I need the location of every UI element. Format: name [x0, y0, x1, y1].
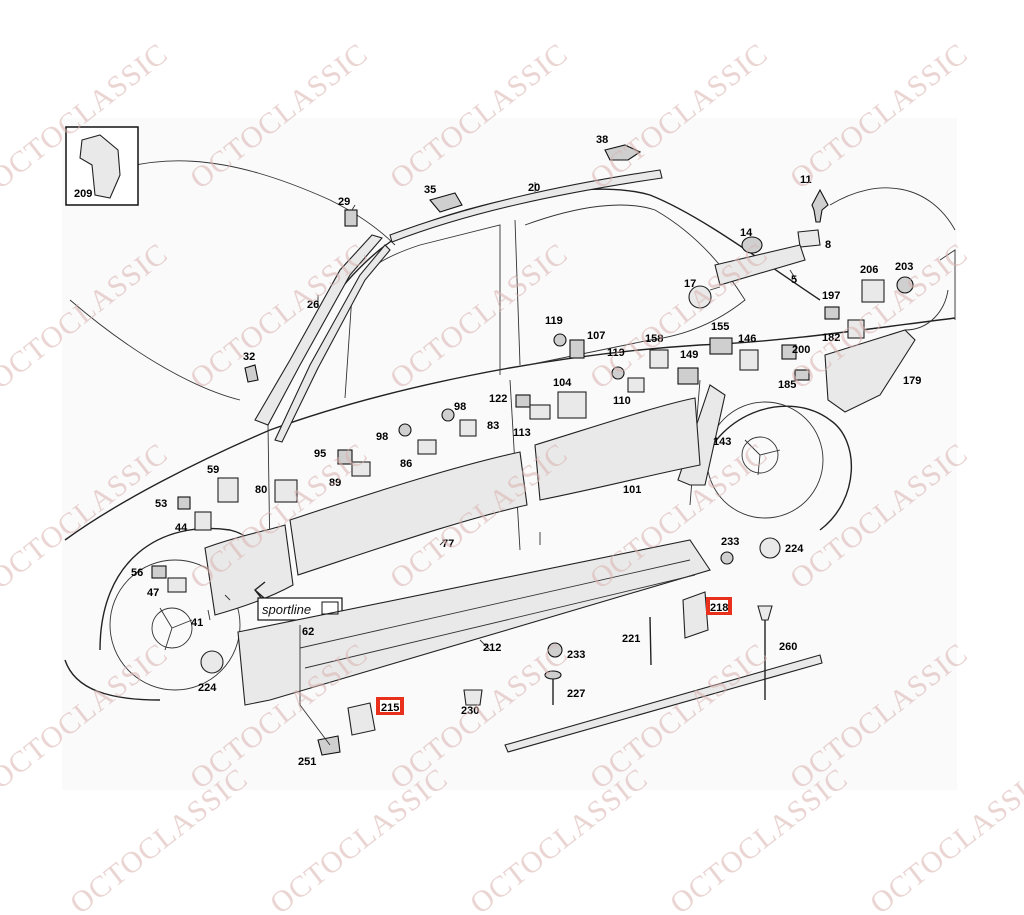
label-224a: 224	[785, 543, 804, 555]
label-59: 59	[207, 464, 219, 476]
label-203: 203	[895, 261, 913, 273]
label-197: 197	[822, 290, 840, 302]
label-230: 230	[461, 705, 479, 717]
label-29: 29	[338, 196, 350, 208]
label-89: 89	[329, 477, 341, 489]
label-233b: 233	[567, 649, 585, 661]
label-44: 44	[175, 522, 188, 534]
label-155: 155	[711, 321, 729, 333]
label-32: 32	[243, 351, 255, 363]
label-98a: 98	[454, 401, 466, 413]
label-149: 149	[680, 349, 698, 361]
label-110: 110	[613, 395, 631, 407]
label-17: 17	[684, 278, 696, 290]
sportline-badge-text: sportline	[262, 602, 311, 617]
label-41: 41	[191, 617, 203, 629]
label-38: 38	[596, 134, 608, 146]
label-200: 200	[792, 344, 810, 356]
label-119a: 119	[545, 315, 563, 327]
label-56: 56	[131, 567, 143, 579]
label-146: 146	[738, 333, 756, 345]
label-212: 212	[483, 642, 501, 654]
part-number-labels: 209 38 35 20 11 29 14 8 26 5 17 206 203 …	[74, 134, 921, 768]
label-233a: 233	[721, 536, 739, 548]
label-35: 35	[424, 184, 436, 196]
label-14: 14	[740, 227, 753, 239]
label-221: 221	[622, 633, 640, 645]
label-5: 5	[791, 274, 797, 286]
label-179: 179	[903, 375, 921, 387]
part-shapes	[65, 126, 916, 756]
label-86: 86	[400, 458, 412, 470]
label-95: 95	[314, 448, 326, 460]
label-185: 185	[778, 379, 796, 391]
label-122: 122	[489, 393, 507, 405]
label-77: 77	[442, 538, 454, 550]
label-26: 26	[307, 299, 319, 311]
label-224b: 224	[198, 682, 217, 694]
label-113: 113	[513, 427, 531, 439]
label-209: 209	[74, 188, 92, 200]
highlight-markers	[376, 597, 732, 715]
label-218: 218	[710, 602, 728, 614]
label-215: 215	[381, 702, 399, 714]
label-83: 83	[487, 420, 499, 432]
label-20: 20	[528, 182, 540, 194]
label-206: 206	[860, 264, 878, 276]
label-260: 260	[779, 641, 797, 653]
label-53: 53	[155, 498, 167, 510]
label-8: 8	[825, 239, 831, 251]
label-158: 158	[645, 333, 663, 345]
label-104: 104	[553, 377, 572, 389]
label-182: 182	[822, 332, 840, 344]
label-107: 107	[587, 330, 605, 342]
label-101: 101	[623, 484, 641, 496]
label-62: 62	[302, 626, 314, 638]
label-227: 227	[567, 688, 585, 700]
label-11: 11	[800, 174, 812, 186]
label-251: 251	[298, 756, 316, 768]
label-143: 143	[713, 436, 731, 448]
label-98b: 98	[376, 431, 388, 443]
label-80: 80	[255, 484, 267, 496]
label-47: 47	[147, 587, 159, 599]
label-119b: 119	[607, 347, 625, 359]
